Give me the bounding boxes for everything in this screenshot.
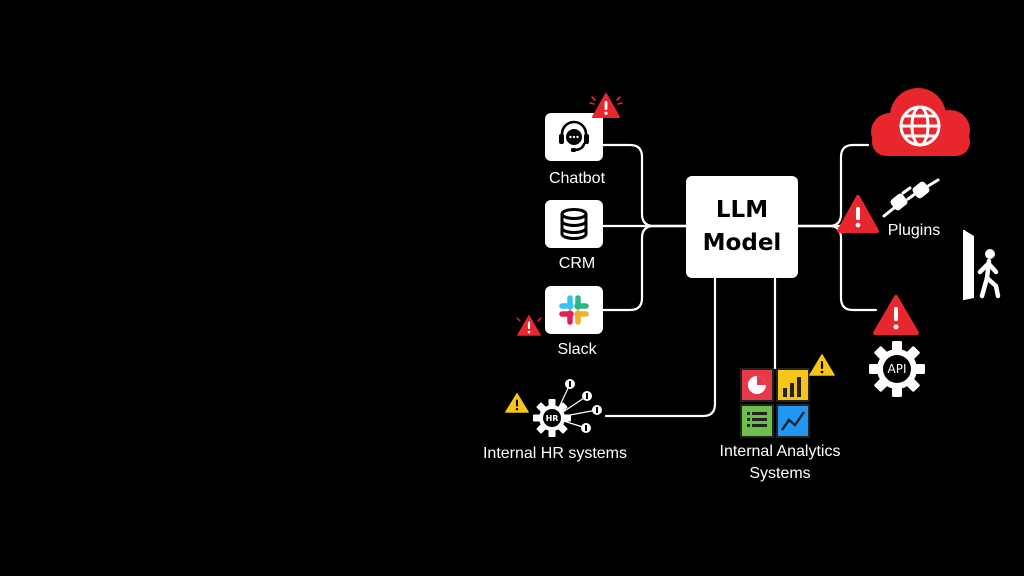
llm-title-line1: LLM — [715, 197, 769, 223]
hr-warning-icon — [505, 393, 529, 413]
headset-chat-icon — [559, 120, 589, 152]
api-gear-icon — [869, 341, 925, 397]
hr-connector — [604, 276, 717, 418]
person-exit-door-icon — [963, 230, 1001, 300]
api-connector — [796, 224, 878, 312]
slack-connector — [601, 224, 688, 312]
slack-node — [545, 286, 603, 334]
chatbot-label: Chatbot — [548, 170, 606, 187]
slack-label: Slack — [557, 341, 597, 358]
plugins-label: Plugins — [887, 222, 941, 239]
plugins-warning-icon — [837, 195, 879, 233]
api-label: API — [887, 362, 907, 376]
analytics-label-line2: Systems — [749, 465, 811, 482]
hr-label: Internal HR systems — [482, 445, 628, 462]
analytics-label-line1: Internal Analytics — [719, 443, 841, 460]
hr-badge-text: HR — [545, 414, 559, 423]
analytics-dashboard-icon — [740, 368, 810, 438]
crm-label: CRM — [558, 255, 596, 272]
slack-logo-icon — [559, 295, 589, 325]
llm-model-node: LLM Model — [686, 176, 798, 278]
chatbot-node — [545, 113, 603, 161]
database-icon — [560, 208, 588, 240]
analytics-warning-icon — [809, 354, 835, 376]
cloud-globe-icon — [871, 88, 970, 156]
api-warning-icon — [873, 295, 919, 335]
llm-title-line2: Model — [702, 230, 782, 256]
chatbot-warning-icon — [589, 93, 623, 118]
hr-network-gear-icon — [533, 379, 602, 437]
crm-node — [545, 200, 603, 248]
plug-icon — [882, 178, 940, 218]
slack-warning-icon — [516, 315, 542, 336]
